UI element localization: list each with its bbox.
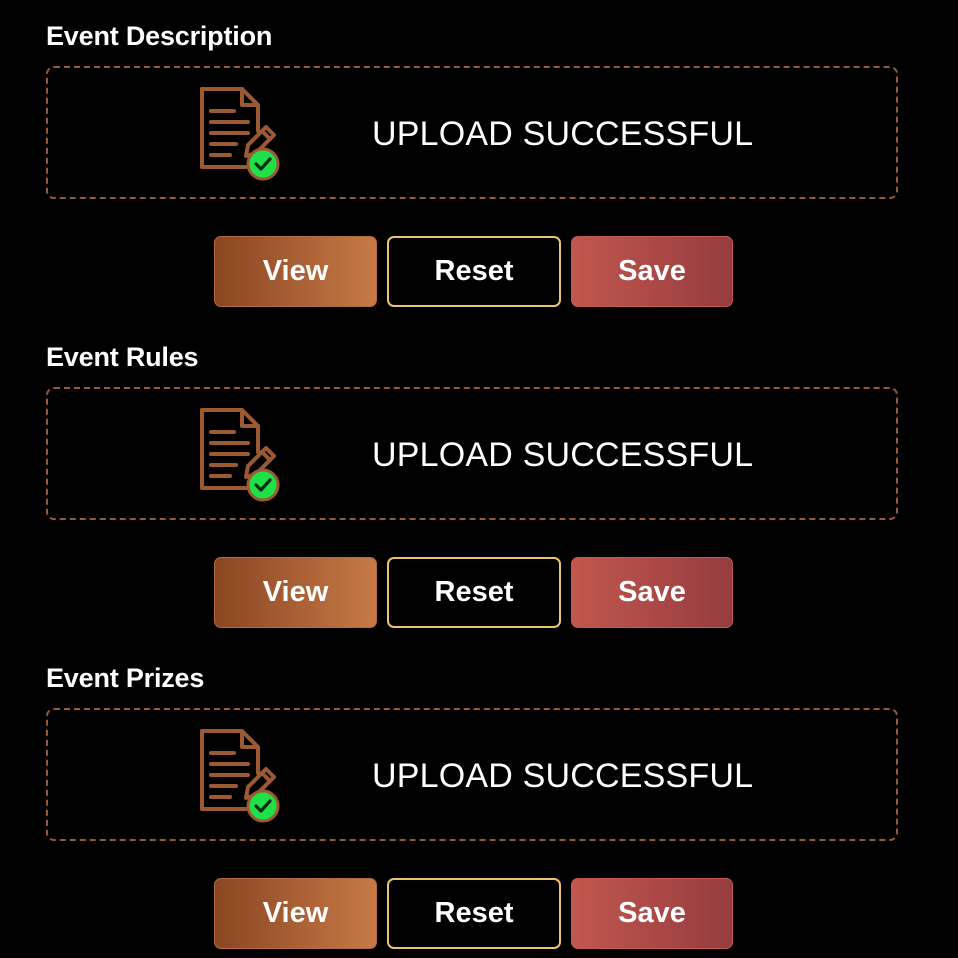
upload-status-text: UPLOAD SUCCESSFUL <box>372 115 754 153</box>
section-event-prizes: Event Prizes UPLOAD SUCCESSFUL View Rese <box>0 650 958 958</box>
reset-button[interactable]: Reset <box>387 557 561 628</box>
check-circle-icon <box>246 789 280 823</box>
document-edit-icon <box>200 87 280 181</box>
save-button[interactable]: Save <box>571 878 733 949</box>
save-button[interactable]: Save <box>571 236 733 307</box>
section-title: Event Description <box>46 21 273 51</box>
section-event-rules: Event Rules UPLOAD SUCCESSFUL View Reset <box>0 329 958 650</box>
check-circle-icon <box>246 468 280 502</box>
document-edit-icon <box>200 408 280 502</box>
upload-dropzone[interactable]: UPLOAD SUCCESSFUL <box>46 66 898 199</box>
check-circle-icon <box>246 147 280 181</box>
upload-dropzone[interactable]: UPLOAD SUCCESSFUL <box>46 708 898 841</box>
section-event-description: Event Description UPLOAD SUCCESSFUL View <box>0 8 958 329</box>
upload-status-text: UPLOAD SUCCESSFUL <box>372 436 754 474</box>
section-title: Event Rules <box>46 342 199 372</box>
view-button[interactable]: View <box>214 236 377 307</box>
reset-button[interactable]: Reset <box>387 236 561 307</box>
upload-dropzone[interactable]: UPLOAD SUCCESSFUL <box>46 387 898 520</box>
document-edit-icon <box>200 729 280 823</box>
section-title: Event Prizes <box>46 663 205 693</box>
view-button[interactable]: View <box>214 878 377 949</box>
save-button[interactable]: Save <box>571 557 733 628</box>
reset-button[interactable]: Reset <box>387 878 561 949</box>
view-button[interactable]: View <box>214 557 377 628</box>
upload-status-text: UPLOAD SUCCESSFUL <box>372 757 754 795</box>
